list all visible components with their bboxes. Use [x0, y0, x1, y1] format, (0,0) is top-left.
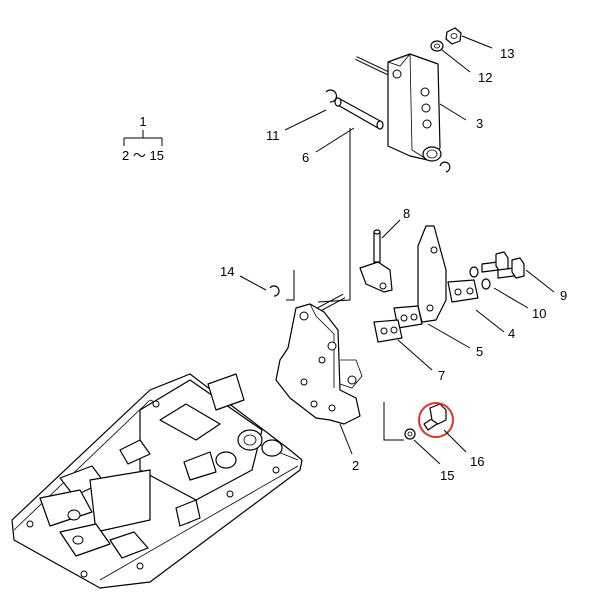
- part-5-spacer-a: [447, 279, 479, 303]
- callout-12: 12: [478, 70, 492, 85]
- callout-8: 8: [403, 206, 410, 221]
- callout-5: 5: [476, 344, 483, 359]
- part-16-highlight: [418, 402, 454, 438]
- part-14-snap-ring: [269, 285, 280, 297]
- part-5-spacer-b: [393, 305, 423, 329]
- part-9-bolt-b: [497, 257, 525, 279]
- part-6-pin: [334, 97, 384, 130]
- callout-11: 11: [266, 128, 280, 143]
- callout-labels: 11 6 3 12 13 8 14 9 10 4 5 7 2 15 16: [220, 46, 567, 483]
- part-3-clip: [439, 161, 451, 173]
- callout-16: 16: [470, 454, 484, 469]
- callout-4: 4: [508, 326, 515, 341]
- callout-3: 3: [476, 116, 483, 131]
- part-11-snap-ring: [325, 89, 338, 103]
- part-2-lever-plate: [275, 293, 363, 425]
- leader-lines: [239, 35, 555, 465]
- callout-7: 7: [438, 368, 445, 383]
- callout-9: 9: [560, 288, 567, 303]
- part-16-bolt: [423, 403, 447, 431]
- part-7-spacer: [373, 319, 403, 343]
- part-3-upper-bracket: [355, 53, 442, 162]
- part-12-washer: [430, 40, 444, 52]
- part-15-washer: [404, 428, 416, 440]
- callout-13: 13: [500, 46, 514, 61]
- group-range: 2 ～ 15: [122, 148, 164, 163]
- callout-10: 10: [532, 306, 546, 321]
- part-10-washers: [469, 266, 491, 290]
- callout-2: 2: [352, 458, 359, 473]
- hydraulic-housing: [11, 373, 303, 589]
- callout-14: 14: [220, 264, 234, 279]
- part-13-nut: [445, 27, 462, 45]
- callout-15: 15: [440, 468, 454, 483]
- callout-6: 6: [302, 150, 309, 165]
- group-bracket: 1 2 ～ 15: [122, 114, 164, 163]
- part-8-pivot-arm: [359, 229, 393, 293]
- part-9-bolt-a: [481, 251, 509, 273]
- part-4-plate: [417, 225, 447, 323]
- group-label: 1: [139, 114, 146, 129]
